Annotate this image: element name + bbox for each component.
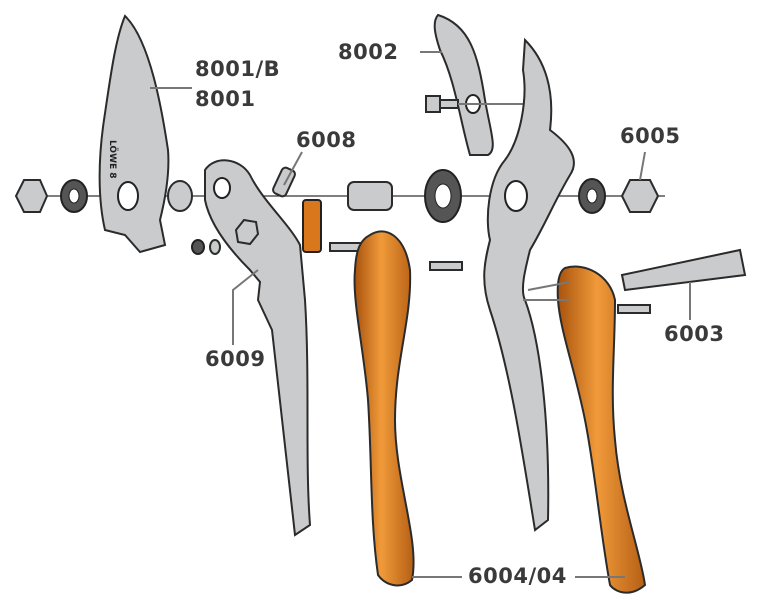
- upper-handle-frame: [204, 159, 312, 537]
- anvil-screw: [425, 95, 459, 113]
- handle-screw-upper: [429, 261, 463, 271]
- label-6005: 6005: [620, 124, 681, 148]
- label-6004-04: 6004/04: [468, 564, 567, 588]
- cutting-blade-8001: [98, 14, 170, 254]
- bushing-left: [167, 180, 193, 212]
- label-6008: 6008: [296, 128, 357, 152]
- label-6009: 6009: [205, 347, 266, 371]
- hex-nut-left: [14, 179, 49, 213]
- small-washer: [209, 239, 221, 255]
- lower-handle-frame: [483, 37, 575, 532]
- label-8001: 8001: [195, 87, 256, 111]
- spring-6003: [620, 248, 747, 292]
- blade-marking-logo: LÖWE 8: [107, 140, 118, 179]
- handle-screw-lower: [617, 304, 651, 314]
- label-8001-b: 8001/B: [195, 57, 281, 81]
- handle-cover-upper: [353, 230, 415, 587]
- spring-nut: [234, 218, 260, 246]
- anvil-8002: [433, 13, 494, 156]
- label-8002: 8002: [338, 40, 399, 64]
- hex-nut-right-6005: [620, 179, 660, 213]
- small-nut: [191, 239, 205, 255]
- handle-cover-lower: [556, 265, 647, 594]
- label-6003: 6003: [664, 322, 725, 346]
- center-bolt: [347, 181, 393, 211]
- safety-catch: [302, 199, 322, 253]
